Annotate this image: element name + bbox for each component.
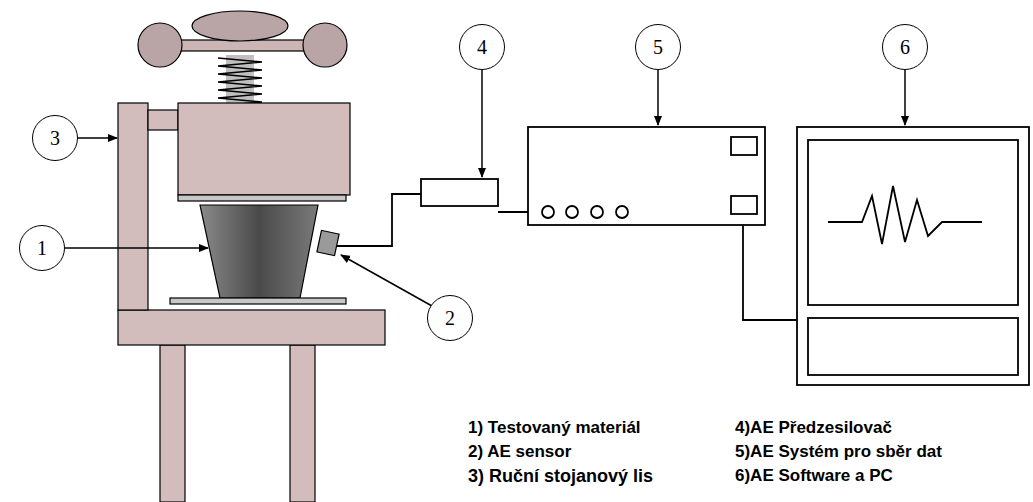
callout-circle: 5 (635, 24, 681, 70)
callout-number: 5 (653, 37, 663, 57)
ae-sensor (317, 230, 339, 255)
callout-number: 3 (50, 128, 60, 148)
legend-text: 5)AE Systém pro sběr dat (735, 442, 942, 462)
callout-circle: 4 (459, 24, 505, 70)
legend-text: 6)AE Software a PC (735, 466, 893, 486)
legend-text: 2) AE sensor (468, 442, 571, 462)
callout-circle: 3 (32, 115, 78, 161)
callout-circle: 2 (427, 295, 473, 341)
callout-circle: 6 (882, 24, 928, 70)
callout-number: 6 (900, 37, 910, 57)
preamplifier (421, 179, 498, 206)
legend-text: 3) Ruční stojanový lis (468, 466, 653, 488)
callout-number: 1 (37, 238, 47, 258)
wires (337, 194, 808, 320)
callout-number: 4 (477, 37, 487, 57)
leader-arrows (65, 70, 905, 306)
callout-circle: 1 (19, 225, 65, 271)
tested-material (200, 205, 318, 298)
pc-monitor (797, 127, 1029, 385)
legend-text: 1) Testovaný materiál (468, 418, 641, 438)
legend-text: 4)AE Předzesilovač (735, 418, 892, 438)
callout-number: 2 (445, 308, 455, 328)
daq-system (528, 127, 765, 225)
